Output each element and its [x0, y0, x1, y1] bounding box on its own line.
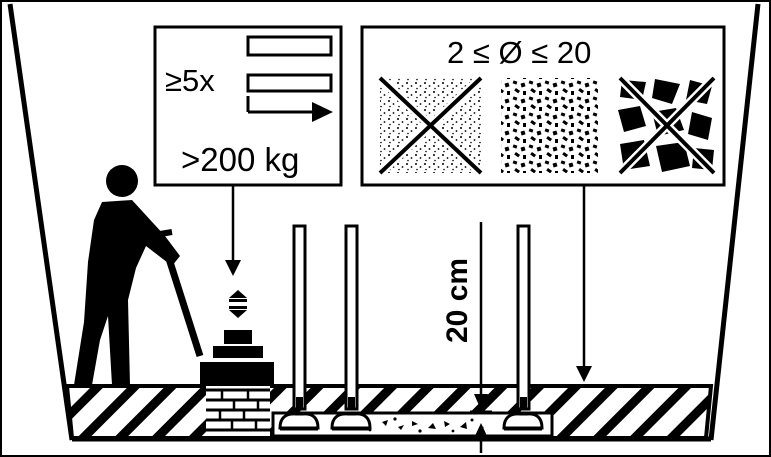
- depth-dimension-line: [470, 222, 492, 453]
- compacted-layers: [206, 386, 270, 436]
- grain-size-box: 2 ≤ Ø ≤ 20: [360, 25, 726, 187]
- post-3: [502, 224, 544, 431]
- fine-gravel-crossed-icon: [376, 74, 485, 177]
- grain-pointer-arrow: [576, 186, 592, 382]
- post-2: [330, 224, 372, 431]
- plate-compactor-icon: [200, 290, 274, 384]
- passes-arrow-icon: [312, 102, 333, 122]
- passes-label: ≥5x: [165, 63, 215, 98]
- person-with-plate-compactor-icon: [74, 165, 204, 385]
- weight-label: >200 kg: [181, 141, 299, 178]
- compaction-pointer-arrow: [225, 186, 241, 276]
- coarse-gravel-crossed-icon: [616, 74, 718, 177]
- passes-zigzag-icon: [246, 35, 333, 114]
- post-1: [278, 224, 320, 431]
- trench-right-wall: [708, 3, 761, 441]
- grain-size-label: 2 ≤ Ø ≤ 20: [447, 35, 591, 70]
- compaction-box: ≥5x >200 kg: [153, 25, 343, 187]
- medium-gravel-correct-icon: [501, 78, 598, 173]
- depth-label: 20 cm: [441, 258, 474, 343]
- trench-left-wall: [7, 3, 75, 441]
